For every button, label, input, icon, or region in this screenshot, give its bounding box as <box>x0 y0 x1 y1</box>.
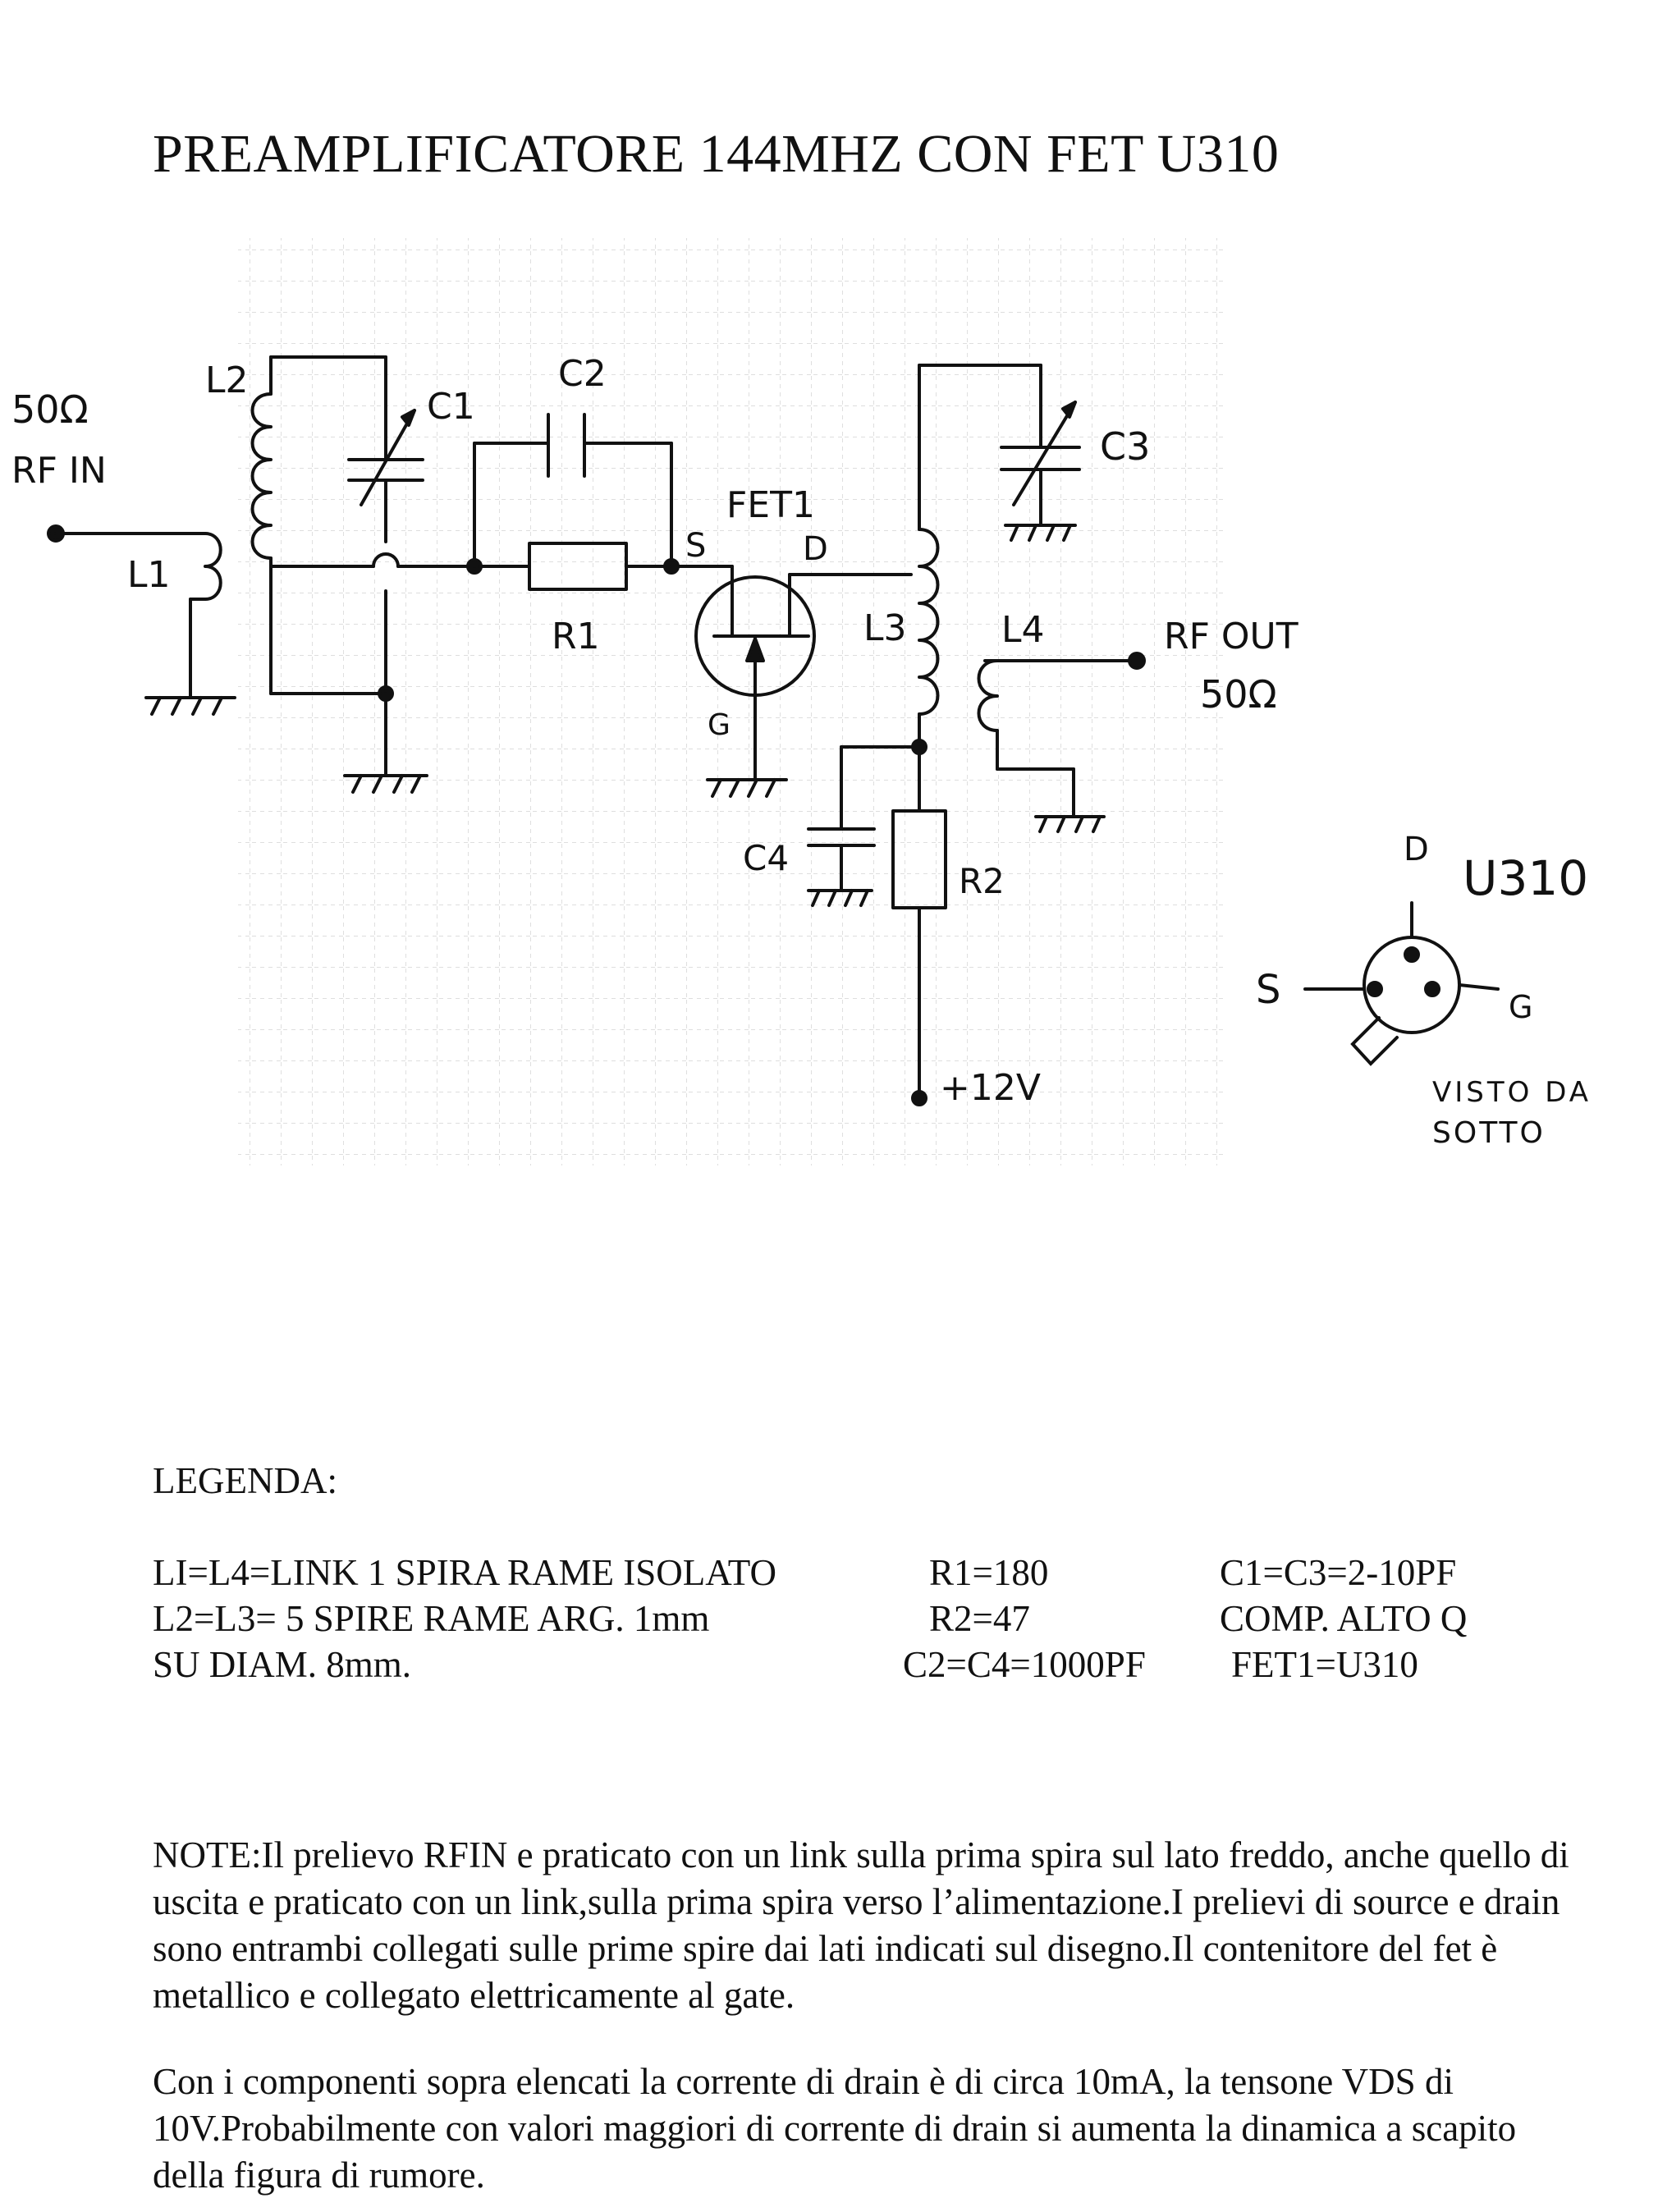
legend-heading: LEGENDA: <box>153 1460 337 1501</box>
l2-coil <box>250 392 273 560</box>
pinout-drain-label: D <box>1404 831 1429 868</box>
legend-col3-row1: C1=C3=2-10PF <box>1220 1552 1457 1593</box>
r1-label: R1 <box>552 616 600 657</box>
legend-col2-row3: C2=C4=1000PF <box>903 1644 1146 1685</box>
l3-coil <box>918 528 940 716</box>
schematic-diagram: 50Ω RF IN L1 L2 C1 C2 R1 FET1 S D G C3 L… <box>11 238 1592 1166</box>
page-title: PREAMPLIFICATORE 144MHZ CON FET U310 <box>153 124 1280 184</box>
c2-label: C2 <box>558 353 607 395</box>
rf-in-label: RF IN <box>11 450 107 492</box>
c4-label: C4 <box>743 838 789 878</box>
notes-paragraph-1: NOTE:Il prelievo RFIN e praticato con un… <box>153 1834 1569 2016</box>
u310-pinout <box>1303 901 1500 1066</box>
legend-col2-row2: R2=47 <box>929 1598 1030 1639</box>
supply-label: +12V <box>940 1067 1041 1109</box>
source-label: S <box>685 527 706 565</box>
l2-label: L2 <box>205 360 249 401</box>
output-impedance-label: 50Ω <box>1200 672 1277 717</box>
gate-label: G <box>708 708 731 742</box>
legend-col2-row1: R1=180 <box>929 1552 1049 1593</box>
r2-label: R2 <box>959 861 1005 901</box>
fet1-label: FET1 <box>726 484 815 526</box>
l1-label: L1 <box>127 554 171 596</box>
l1-link-coil <box>204 532 222 601</box>
legend-col3-row2: COMP. ALTO Q <box>1220 1598 1468 1639</box>
legend-col1-row3: SU DIAM. 8mm. <box>153 1644 412 1685</box>
grid-background <box>238 238 1223 1166</box>
drain-label: D <box>803 530 828 568</box>
supply-terminal <box>911 1090 927 1106</box>
l3-label: L3 <box>863 607 907 649</box>
pinout-title: U310 <box>1463 850 1588 906</box>
legend-col1-row2: L2=L3= 5 SPIRE RAME ARG. 1mm <box>153 1598 710 1639</box>
rf-out-terminal <box>1128 652 1146 670</box>
legend-col1-row1: LI=L4=LINK 1 SPIRA RAME ISOLATO <box>153 1552 776 1593</box>
notes-paragraph-2: Con i componenti sopra elencati la corre… <box>153 2061 1517 2196</box>
l4-link-coil <box>977 659 999 732</box>
l4-label: L4 <box>1001 609 1045 651</box>
c1-label: C1 <box>427 386 475 428</box>
pinout-caption-line1: VISTO DA <box>1432 1076 1592 1109</box>
input-impedance-label: 50Ω <box>11 387 89 432</box>
pinout-source-label: S <box>1256 967 1280 1013</box>
pinout-gate-label: G <box>1509 989 1532 1025</box>
legend-col3-row3: FET1=U310 <box>1231 1644 1418 1685</box>
c3-label: C3 <box>1100 424 1150 469</box>
pinout-caption-line2: SOTTO <box>1432 1116 1546 1150</box>
rf-out-label: RF OUT <box>1164 616 1298 657</box>
